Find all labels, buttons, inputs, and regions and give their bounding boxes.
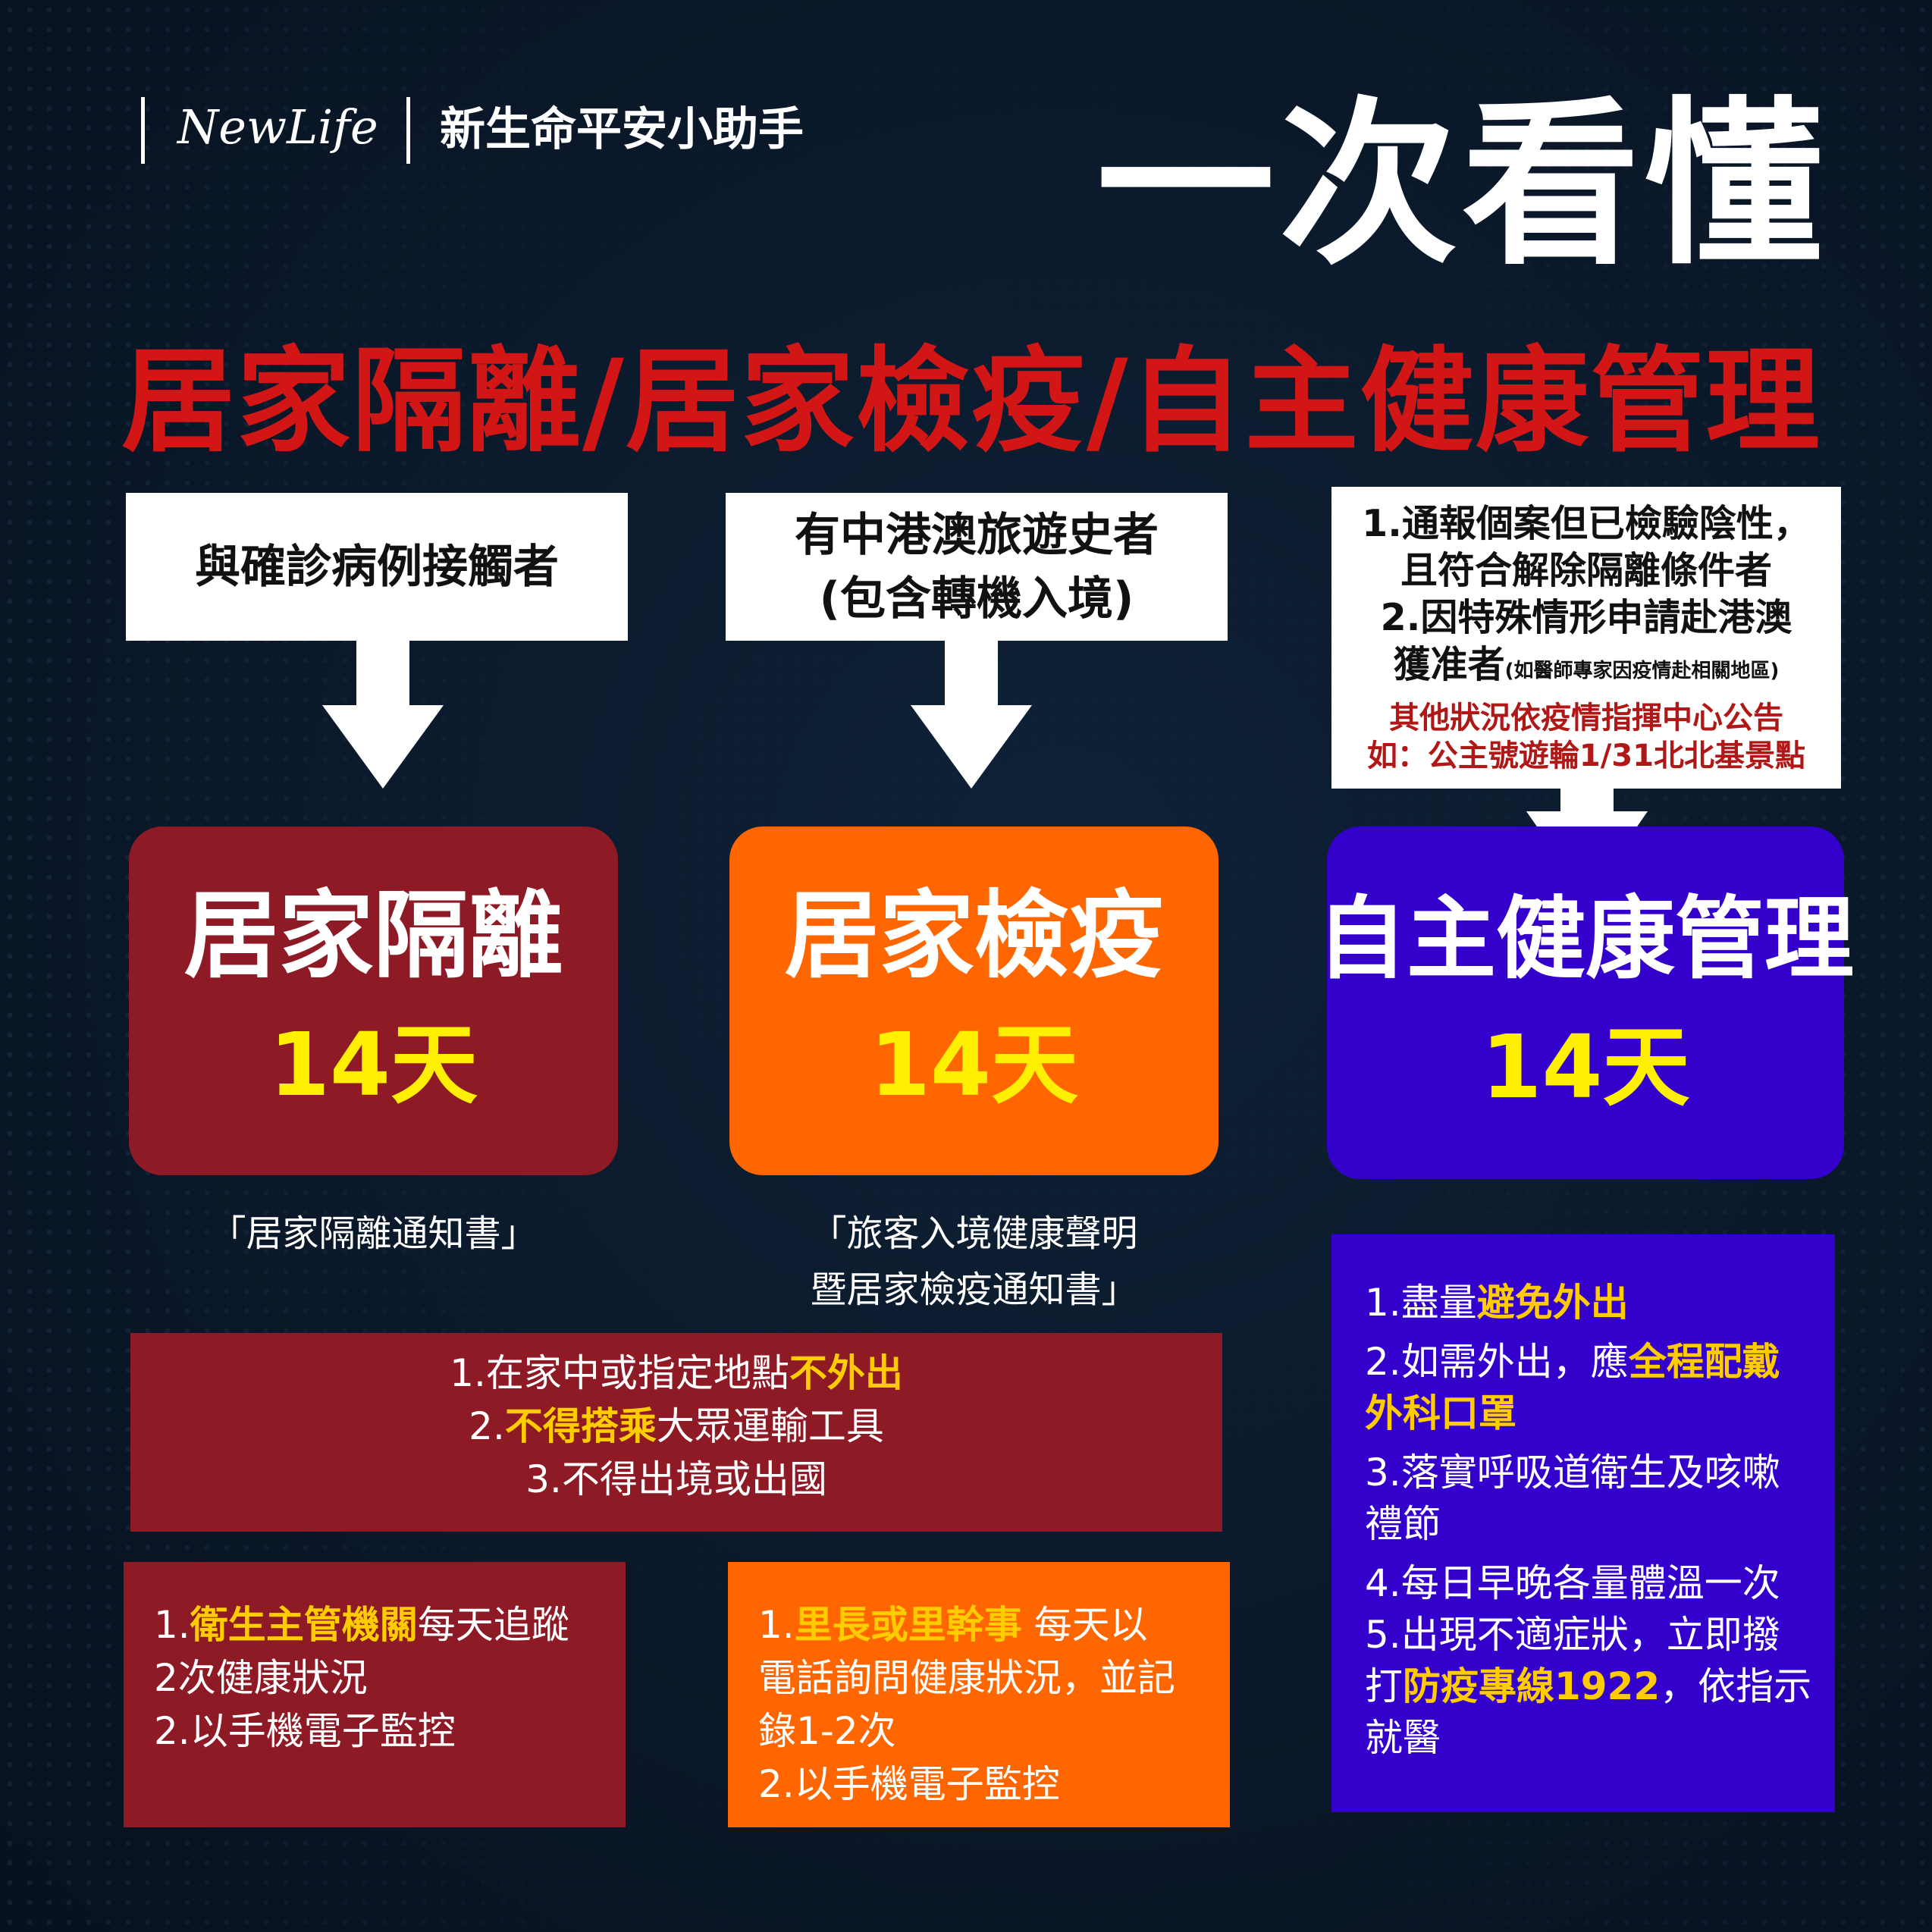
rule-text: 2.如需外出，應 [1365, 1340, 1629, 1384]
isolation-notice: 「居家隔離通知書」 [129, 1206, 618, 1262]
rule-highlight: 不得搭乘 [504, 1404, 657, 1448]
page-subtitle: 居家隔離/居家檢疫/自主健康管理 [121, 336, 1821, 468]
brand-name: 新生命平安小助手 [440, 103, 804, 156]
rule-text: 每天以 [1021, 1603, 1148, 1647]
rule-text: 每天追蹤 [417, 1603, 569, 1647]
condition-announcement: 其他狀況依疫情指揮中心公告 [1389, 701, 1783, 735]
rule-item: 2.以手機電子監控 [154, 1709, 456, 1753]
quarantine-box: 居家檢疫 14天 [729, 826, 1218, 1175]
rule-item: 2.以手機電子監控 [758, 1762, 1060, 1806]
condition-example: 如：公主號遊輪1/31北北基景點 [1366, 739, 1806, 773]
page-title: 一次看懂 [1096, 82, 1827, 289]
rule-item: 錄1-2次 [758, 1709, 896, 1753]
rule-text: 1. [758, 1603, 795, 1647]
rule-item: 3.不得出境或出國 [525, 1457, 827, 1501]
rule-text: 1.在家中或指定地點 [450, 1351, 789, 1395]
isolation-days: 14天 [268, 1015, 478, 1116]
rule-text: 1. [154, 1603, 190, 1647]
arrow-down-icon [911, 641, 1032, 789]
quarantine-notice: 「旅客入境健康聲明 暨居家檢疫通知書」 [729, 1206, 1218, 1318]
rule-text: ，依指示 [1660, 1664, 1812, 1708]
rule-item: 5.出現不適症狀，立即撥 [1365, 1613, 1780, 1657]
condition-text: (包含轉機入境) [819, 572, 1134, 626]
isolation-box: 居家隔離 14天 [129, 826, 618, 1175]
rule-highlight: 外科口罩 [1365, 1391, 1516, 1435]
condition-text: 1.通報個案但已檢驗陰性， [1362, 502, 1811, 545]
rule-item: 打防疫專線1922，依指示 [1365, 1661, 1835, 1712]
self-management-days: 14天 [1481, 1016, 1690, 1118]
rule-highlight: 不外出 [789, 1351, 903, 1395]
rule-item: 1.里長或里幹事 每天以 [758, 1598, 1230, 1651]
quarantine-name: 居家檢疫 [784, 881, 1164, 991]
rule-item: 2.如需外出，應全程配戴 [1365, 1336, 1835, 1388]
quarantine-monitoring-panel: 1.里長或里幹事 每天以 電話詢問健康狀況，並記 錄1-2次 2.以手機電子監控 [728, 1562, 1230, 1827]
newlife-logo: NewLife [177, 99, 378, 155]
quarantine-days: 14天 [869, 1015, 1079, 1116]
notice-line: 「居家隔離通知書」 [209, 1212, 538, 1255]
rule-item: 2.不得搭乘大眾運輸工具 [130, 1400, 1222, 1453]
rule-item: 2次健康狀況 [154, 1656, 368, 1700]
isolation-name: 居家隔離 [183, 881, 563, 991]
shared-rules-panel: 1.在家中或指定地點不外出 2.不得搭乘大眾運輸工具 3.不得出境或出國 [130, 1333, 1222, 1532]
condition-box-quarantine: 有中港澳旅遊史者 (包含轉機入境) [726, 493, 1228, 641]
rule-item: 1.衛生主管機關每天追蹤 [154, 1598, 626, 1651]
rule-item: 3.落實呼吸道衛生及咳嗽 [1365, 1451, 1780, 1494]
rule-text: 打 [1365, 1664, 1403, 1708]
rule-highlight: 避免外出 [1476, 1281, 1629, 1325]
rule-text: 2. [469, 1404, 505, 1448]
self-management-name: 自主健康管理 [1317, 886, 1855, 991]
arrow-down-icon [322, 641, 444, 789]
condition-footnote: (如醫師專家因疫情赴相關地區) [1504, 660, 1780, 682]
condition-text: 與確診病例接觸者 [195, 540, 559, 594]
rule-item: 1.盡量避免外出 [1365, 1277, 1835, 1328]
notice-line: 暨居家檢疫通知書」 [810, 1269, 1138, 1311]
rule-item: 電話詢問健康狀況，並記 [758, 1656, 1175, 1700]
rule-highlight: 衛生主管機關 [190, 1603, 418, 1647]
rule-highlight: 里長或里幹事 [794, 1603, 1022, 1647]
isolation-monitoring-panel: 1.衛生主管機關每天追蹤 2次健康狀況 2.以手機電子監控 [124, 1562, 626, 1827]
condition-text: 獲准者(如醫師專家因疫情赴相關地區) [1394, 641, 1780, 695]
condition-text: 有中港澳旅遊史者 [795, 508, 1159, 562]
rule-item: 4.每日早晚各量體溫一次 [1365, 1561, 1780, 1605]
rule-item: 1.在家中或指定地點不外出 [130, 1347, 1222, 1400]
condition-text: 2.因特殊情形申請赴港澳 [1380, 596, 1792, 639]
condition-box-isolation: 與確診病例接觸者 [126, 493, 628, 641]
condition-text-main: 獲准者 [1393, 643, 1505, 686]
notice-line: 「旅客入境健康聲明 [810, 1212, 1138, 1255]
brand-divider-left [141, 97, 145, 164]
rule-text: 大眾運輸工具 [656, 1404, 884, 1448]
self-management-rules-panel: 1.盡量避免外出 2.如需外出，應全程配戴 外科口罩 3.落實呼吸道衛生及咳嗽 … [1331, 1234, 1835, 1812]
self-management-box: 自主健康管理 14天 [1317, 826, 1854, 1179]
rule-highlight: 全程配戴 [1628, 1340, 1780, 1384]
condition-text: 且符合解除隔離條件者 [1400, 549, 1772, 592]
rule-item: 禮節 [1365, 1502, 1441, 1546]
rule-text: 1.盡量 [1365, 1281, 1477, 1325]
brand-divider-right [406, 97, 410, 164]
rule-highlight: 防疫專線1922 [1403, 1664, 1661, 1708]
condition-box-self-management: 1.通報個案但已檢驗陰性， 且符合解除隔離條件者 2.因特殊情形申請赴港澳 獲准… [1331, 487, 1841, 789]
rule-item: 就醫 [1365, 1716, 1441, 1760]
